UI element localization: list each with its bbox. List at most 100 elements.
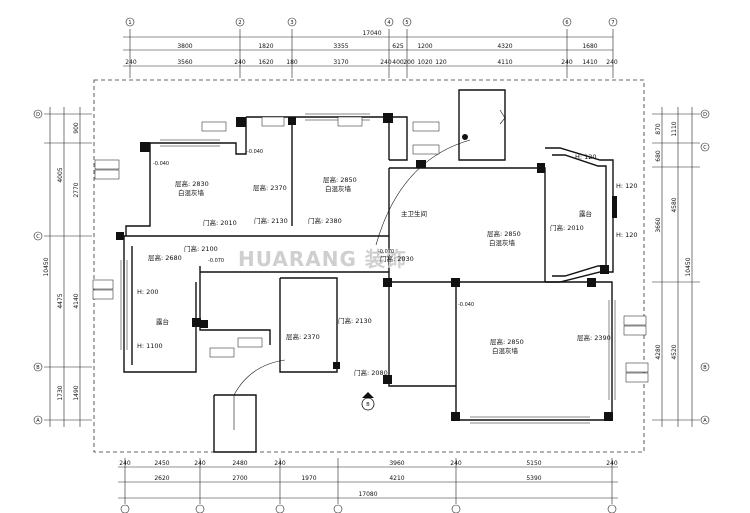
door-height: 门高: 2010 [550, 223, 584, 232]
dim-text: 1410 [582, 59, 597, 66]
dim-text: 240 [450, 460, 462, 467]
dim-text: 1490 [73, 385, 80, 400]
door-height: 门高: 2130 [338, 316, 372, 325]
panels [92, 116, 649, 383]
dim-text: 4110 [497, 59, 512, 66]
axis-bubble [562, 17, 572, 27]
balcony-h: H: 120 [616, 231, 638, 239]
axis-bubble [700, 415, 710, 425]
room-height: 层高: 2390 [577, 333, 611, 342]
room-height: 层高: 2370 [253, 183, 287, 192]
dim-text: 3560 [177, 59, 192, 66]
axis-bubble [33, 415, 43, 425]
right-dimensions [652, 107, 700, 427]
dim-text: 240 [606, 59, 618, 66]
room-finish: 白混灰墙 [489, 238, 516, 247]
dim-text: 680 [655, 150, 662, 162]
dim-text: 1820 [258, 43, 273, 50]
dim-text: 2700 [232, 475, 247, 482]
balcony-h: H: 120 [616, 182, 638, 190]
axis-label: 4 [387, 20, 390, 26]
dim-text: 1970 [301, 475, 316, 482]
dim-text: 1730 [57, 385, 64, 400]
top-axis-bubbles: 1 2 3 4 5 6 7 [125, 17, 618, 27]
room-height: 层高: 2850 [490, 337, 524, 346]
dim-text: 4140 [73, 293, 80, 308]
shaft-mark [499, 109, 506, 125]
room-finish: 白混灰墙 [178, 188, 205, 197]
dim-text: 2450 [154, 460, 169, 467]
axis-label: 2 [238, 20, 241, 26]
dim-text: 1200 [417, 43, 432, 50]
axis-bubble [402, 17, 412, 27]
balcony-h: H: 1100 [137, 342, 163, 350]
door-height: 门高: 2100 [184, 244, 218, 253]
dim-text: 240 [119, 460, 131, 467]
axis-bubble [33, 231, 43, 241]
room-height: 层高: 2830 [175, 179, 209, 188]
dim-text: 3960 [389, 460, 404, 467]
elevation-mark: -0.040 [153, 161, 169, 167]
elevation-mark: -0.070 [378, 249, 394, 255]
dim-text: 180 [286, 59, 298, 66]
entry-marker: B [361, 392, 375, 411]
dim-text: 2480 [232, 460, 247, 467]
bottom-axis-bubbles [120, 504, 617, 513]
dim-text: 120 [435, 59, 447, 66]
dim-text: 870 [655, 123, 662, 135]
axis-bubble [607, 504, 617, 513]
shaft-marker [462, 134, 468, 140]
left-dimensions [44, 107, 92, 427]
axis-bubble [333, 504, 343, 513]
balcony-name: 露台 [156, 317, 169, 326]
axis-bubble [700, 362, 710, 372]
dim-text: 1110 [671, 121, 678, 136]
dim-text: 4280 [655, 344, 662, 359]
dim-bottom-inner: 240 2450 240 2480 240 3960 240 5150 240 [119, 460, 618, 467]
axis-bubble [287, 17, 297, 27]
dim-text: 240 [274, 460, 286, 467]
dim-right-outer: 10450 [685, 257, 692, 276]
site-boundary [93, 79, 645, 453]
room-height: 层高: 2850 [323, 175, 357, 184]
axis-bubble [608, 17, 618, 27]
axis-bubble [195, 504, 205, 513]
axis-bubble [235, 17, 245, 27]
dim-text: 400 [392, 59, 404, 66]
elevation-mark: -0.040 [247, 149, 263, 155]
door-height: 门高: 2080 [354, 368, 388, 377]
dim-top-outer: 17040 [362, 30, 381, 37]
right-axis-bubbles: D C B A [700, 109, 710, 425]
dim-left-outer: 10450 [43, 257, 50, 276]
dim-text: 4475 [57, 293, 64, 308]
dim-text: 1680 [582, 43, 597, 50]
room-height: 层高: 2680 [148, 253, 182, 262]
axis-bubble [451, 504, 461, 513]
dim-text: 2620 [154, 475, 169, 482]
door-height: 门高: 2010 [203, 218, 237, 227]
dim-text: 4005 [57, 167, 64, 182]
door-labels: 门高: 2010 门高: 2130 门高: 2380 门高: 2100 门高: … [184, 216, 584, 377]
axis-label: C [703, 145, 707, 151]
dim-text: 240 [561, 59, 573, 66]
elevation-mark: -0.070 [208, 258, 224, 264]
dim-text: 240 [194, 460, 206, 467]
room-height: 层高: 2850 [487, 229, 521, 238]
dim-bottom-outer: 17080 [358, 491, 377, 498]
columns [116, 113, 617, 421]
axis-bubble [384, 17, 394, 27]
axis-label: D [36, 112, 40, 118]
axis-label: 3 [290, 20, 293, 26]
dim-text: 4580 [671, 197, 678, 212]
axis-label: A [703, 418, 707, 424]
dim-text: 1620 [258, 59, 273, 66]
dim-text: 4210 [389, 475, 404, 482]
balcony-h: H: 200 [137, 288, 159, 296]
entry-label: B [366, 402, 370, 408]
dim-text: 5150 [526, 460, 541, 467]
dim-text: 4520 [671, 344, 678, 359]
dim-text: 5390 [526, 475, 541, 482]
axis-bubble [700, 142, 710, 152]
room-labels: 层高: 2830 白混灰墙 层高: 2370 层高: 2850 白混灰墙 主卫生… [137, 153, 638, 355]
